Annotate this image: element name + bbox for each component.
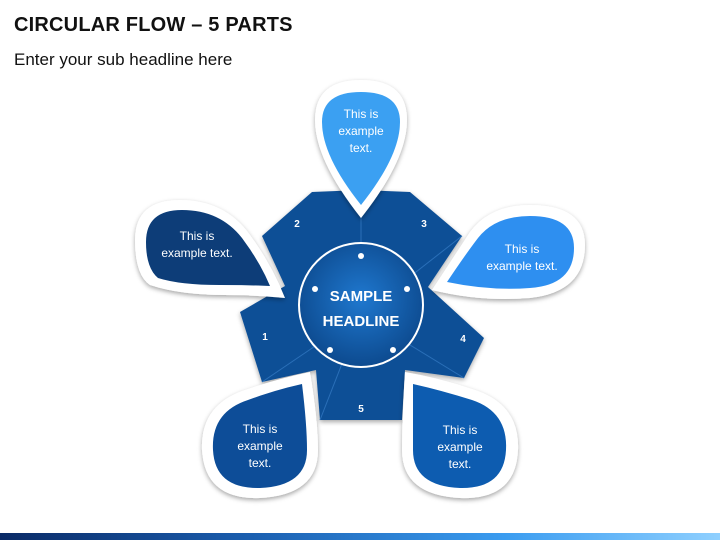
callout-bottom-left-line2: example	[237, 439, 283, 453]
callout-bottom-right: This is example text.	[402, 372, 519, 499]
callout-left-line1: This is	[180, 229, 215, 243]
callout-bottom-right-line1: This is	[443, 423, 478, 437]
callout-bottom-left-line1: This is	[243, 422, 278, 436]
segment-number-4: 4	[460, 334, 466, 345]
callout-bottom-left-line3: text.	[249, 456, 272, 470]
footer-bar	[0, 533, 720, 540]
callout-right: This is example text.	[432, 205, 585, 299]
callout-top-line3: text.	[350, 141, 373, 155]
callout-left: This is example text.	[135, 200, 285, 298]
page-subtitle: Enter your sub headline here	[14, 50, 233, 69]
callout-left-line2: example text.	[161, 246, 232, 260]
segment-number-2: 2	[294, 219, 300, 230]
callout-right-line2: example text.	[486, 259, 557, 273]
callout-top-line1: This is	[344, 107, 379, 121]
callout-bottom-right-line3: text.	[449, 457, 472, 471]
callout-top-line2: example	[338, 124, 384, 138]
center-headline-line1: SAMPLE	[330, 288, 393, 305]
callout-bottom-right-line2: example	[437, 440, 483, 454]
callout-top: This is example text.	[315, 80, 407, 218]
center-circle: SAMPLE HEADLINE	[298, 242, 424, 368]
segment-number-3: 3	[421, 219, 427, 230]
segment-number-1: 1	[262, 332, 268, 343]
callout-right-line1: This is	[505, 242, 540, 256]
callout-bottom-left: This is example text.	[201, 372, 318, 499]
page-title: CIRCULAR FLOW – 5 PARTS	[14, 14, 293, 36]
segment-number-5: 5	[358, 404, 364, 415]
center-headline-line2: HEADLINE	[323, 313, 400, 330]
